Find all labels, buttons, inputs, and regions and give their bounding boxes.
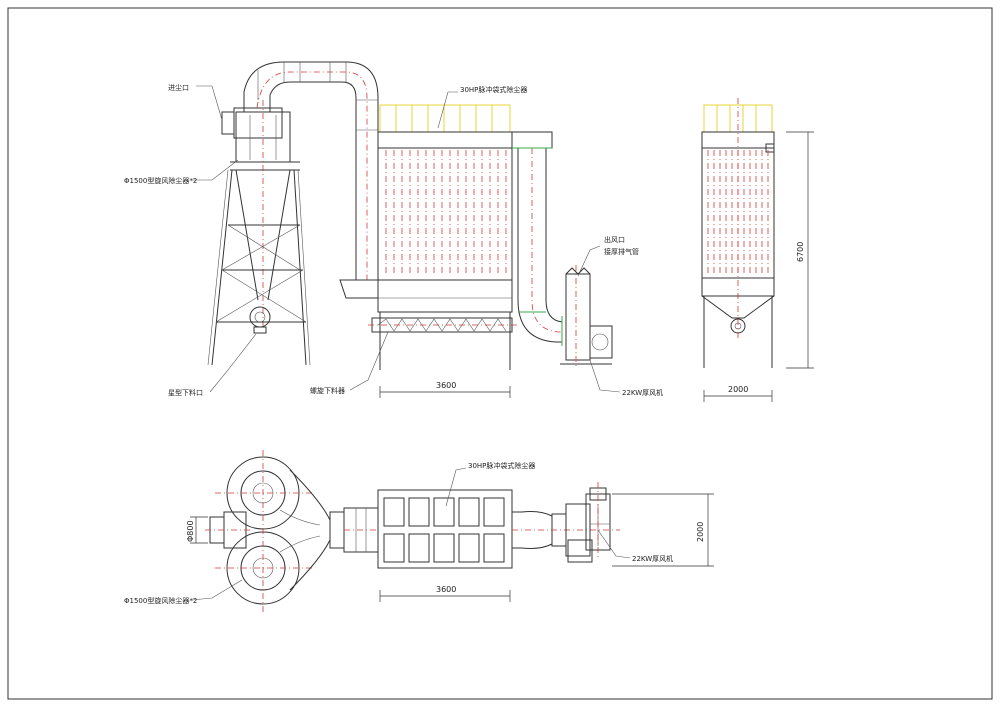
outlet-label-2: 接厚排气管 <box>604 247 639 256</box>
fan-label: 22KW厚风机 <box>622 388 663 397</box>
front-view: 3600 <box>207 61 613 398</box>
front-width-text: 3600 <box>436 381 456 390</box>
baghouse-front <box>368 104 520 370</box>
sheet-border <box>7 7 993 700</box>
filter-bags-front <box>385 150 507 276</box>
top-width-dimension: 3600 <box>379 585 511 602</box>
front-width-dimension: 3600 <box>379 381 511 398</box>
cyclone-support <box>207 169 311 366</box>
cyclone-inlet <box>221 107 283 139</box>
connecting-duct <box>243 61 379 299</box>
top-view: Φ800 <box>186 450 714 612</box>
top-labels: 30HP脉冲袋式除尘器 Φ1500型旋风除尘器*2 22KW厚风机 <box>124 461 673 605</box>
side-height-dimension: 6700 <box>786 131 814 369</box>
cyclone-top-label: Φ1500型旋风除尘器*2 <box>124 596 197 605</box>
side-width-dimension: 2000 <box>703 385 773 402</box>
baghouse-top <box>377 489 513 569</box>
side-width-text: 2000 <box>728 385 748 394</box>
inlet-label: 进尘口 <box>168 83 189 92</box>
duct-dia-text: Φ800 <box>186 520 195 542</box>
cyclone-body <box>230 100 300 334</box>
side-view: 2000 6700 <box>701 98 814 402</box>
top-height-text: 2000 <box>696 522 705 542</box>
outlet-duct-front <box>511 131 563 343</box>
fan-front <box>560 265 613 368</box>
fan-top <box>512 482 620 563</box>
filter-top-front <box>379 104 511 133</box>
collector-top-label: 30HP脉冲袋式除尘器 <box>468 461 535 470</box>
top-width-text: 3600 <box>436 585 456 594</box>
cyclones-top <box>215 450 331 612</box>
side-height-text: 6700 <box>796 242 805 262</box>
front-labels: 进尘口 Φ1500型旋风除尘器*2 星型下料口 螺旋下料器 30HP脉冲袋式除尘… <box>124 83 663 397</box>
discharge-label: 星型下料口 <box>168 388 203 397</box>
duct-top <box>329 507 379 553</box>
inlet-top <box>205 511 250 549</box>
collector-label: 30HP脉冲袋式除尘器 <box>460 85 527 94</box>
duct-dia-dimension: Φ800 <box>186 516 208 544</box>
fan-top-label: 22KW厚风机 <box>632 554 673 563</box>
cyclone-label: Φ1500型旋风除尘器*2 <box>124 176 197 185</box>
top-height-dimension: 2000 <box>612 493 714 567</box>
outlet-label-1: 出风口 <box>604 235 625 244</box>
screw-label: 螺旋下料器 <box>310 386 345 395</box>
